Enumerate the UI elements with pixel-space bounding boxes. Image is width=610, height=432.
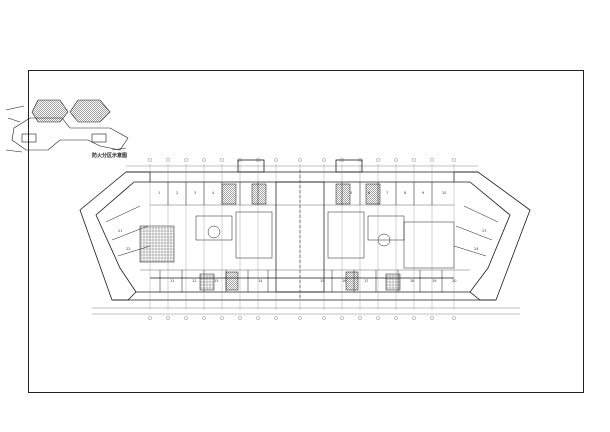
axis-bubble — [148, 158, 152, 162]
title-frame — [28, 70, 584, 393]
key-plan-block-2 — [91, 133, 107, 143]
axis-bubble — [376, 316, 380, 320]
axis-bubble — [274, 316, 278, 320]
room-tag: 5 — [350, 191, 352, 195]
room-tag: 8 — [404, 191, 406, 195]
room-tag: 2 — [176, 191, 178, 195]
special-rooms — [139, 183, 401, 291]
room-tag: 9 — [422, 191, 424, 195]
axis-bubble — [298, 316, 302, 320]
axis-bubble — [220, 316, 224, 320]
room-tag: 15 — [320, 279, 324, 283]
axis-bubble — [220, 158, 224, 162]
room-tag: 12 — [192, 279, 196, 283]
axis-bubble — [166, 316, 170, 320]
axis-bubble — [430, 158, 434, 162]
stair-core-right-2 — [365, 183, 381, 205]
axis-bubble — [256, 316, 260, 320]
room-tag: 19 — [432, 279, 436, 283]
room-tag: 13 — [214, 279, 218, 283]
stair-south-left — [225, 271, 239, 291]
right-wing-outer — [453, 171, 531, 301]
axis-bubble — [452, 158, 456, 162]
room-tag: 17 — [364, 279, 368, 283]
axis-bubble — [238, 158, 242, 162]
room-tag: 11 — [170, 279, 174, 283]
axis-bubble — [340, 316, 344, 320]
axis-bubble — [238, 316, 242, 320]
axis-bubble — [148, 316, 152, 320]
room-tag: 1 — [158, 191, 160, 195]
axis-bubble — [184, 158, 188, 162]
room-tag: 20 — [452, 279, 456, 283]
room-tag: 14 — [258, 279, 263, 283]
room-tag: 23 — [482, 229, 486, 233]
key-plan — [5, 99, 129, 153]
stair-core-right-1 — [335, 183, 351, 205]
axis-bubble — [184, 316, 188, 320]
axis-bubble — [376, 158, 380, 162]
room-tag: 16 — [342, 279, 346, 283]
room-tag: 24 — [474, 247, 479, 251]
room-tag: 7 — [386, 191, 388, 195]
axis-bubble — [340, 158, 344, 162]
axis-bubble — [412, 316, 416, 320]
axis-grid — [92, 158, 520, 320]
axis-bubble — [166, 158, 170, 162]
room-tag: 4 — [212, 191, 215, 195]
axis-bubble — [274, 158, 278, 162]
axis-bubble — [452, 316, 456, 320]
stair-south-right — [345, 271, 359, 291]
axis-bubble — [322, 316, 326, 320]
toilet-right — [385, 273, 401, 291]
stair-core-left-1 — [221, 183, 237, 205]
room-tag: 21 — [118, 229, 122, 233]
room-tag: 6 — [368, 191, 370, 195]
room-tag: 10 — [442, 191, 446, 195]
lecture-hall-seating — [139, 225, 175, 263]
round-stair-left — [207, 225, 221, 239]
key-plan-zone-left — [31, 99, 69, 123]
key-plan-outline — [11, 117, 129, 151]
axis-bubble — [412, 158, 416, 162]
key-plan-block-1 — [21, 133, 37, 143]
axis-bubble — [358, 316, 362, 320]
axis-bubble — [358, 158, 362, 162]
left-wing-outer — [79, 171, 151, 301]
legend-caption: 防火分区示意图 — [92, 153, 128, 159]
toilet-left — [199, 273, 215, 291]
axis-bubble — [202, 316, 206, 320]
room-tag: 3 — [194, 191, 196, 195]
axis-bubble — [394, 158, 398, 162]
axis-bubble — [322, 158, 326, 162]
axis-bubble — [394, 316, 398, 320]
axis-bubble — [430, 316, 434, 320]
axis-bubble — [256, 158, 260, 162]
axis-bubble — [298, 158, 302, 162]
stair-core-left-2 — [251, 183, 267, 205]
key-plan-zone-right — [69, 99, 111, 123]
room-tag: 18 — [410, 279, 414, 283]
axis-bubble — [202, 158, 206, 162]
room-tag: 22 — [126, 247, 130, 251]
